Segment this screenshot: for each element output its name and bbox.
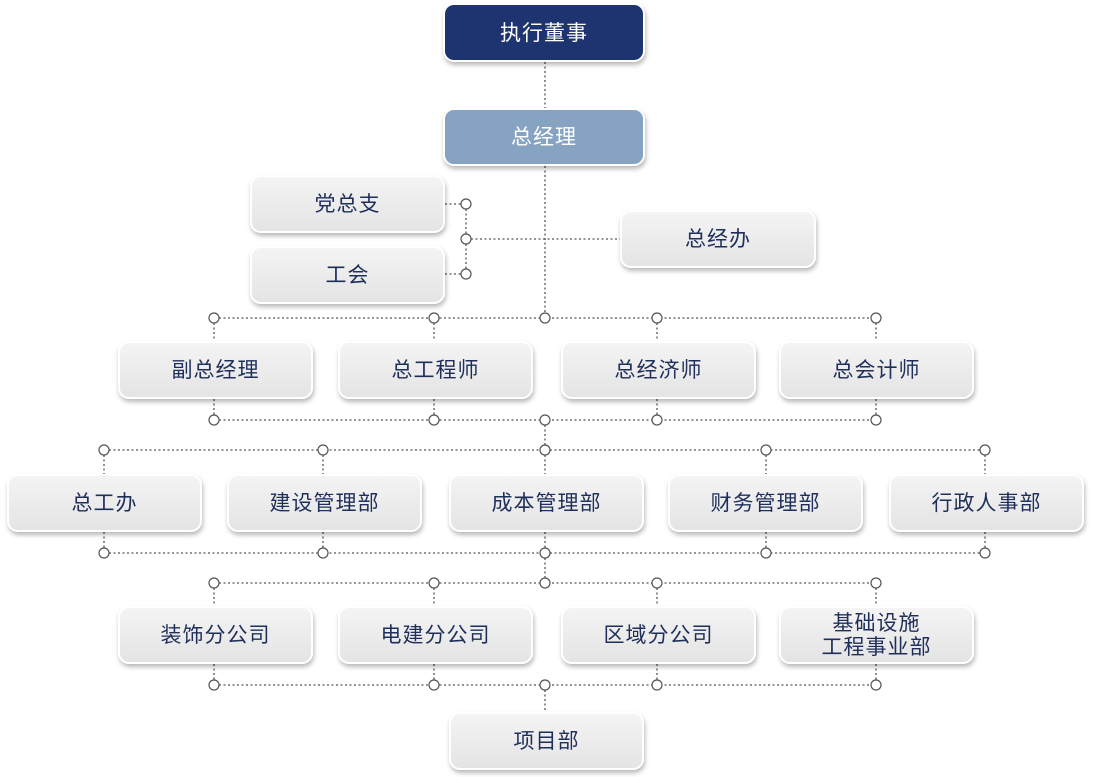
chief-accountant-box: 总会计师	[779, 341, 974, 399]
regional-branch-box: 区域分公司	[561, 606, 756, 664]
chief-economist-box: 总经济师	[561, 341, 756, 399]
admin-hr-label: 行政人事部	[931, 491, 1042, 515]
electrical-branch-box: 电建分公司	[338, 606, 533, 664]
general-manager-box: 总经理	[443, 108, 645, 166]
chairman-box: 执行董事	[443, 3, 645, 62]
cost-mgmt-box: 成本管理部	[449, 474, 644, 532]
cost-mgmt-label: 成本管理部	[491, 491, 602, 515]
gm-office-box: 总经办	[620, 210, 816, 268]
union-label: 工会	[325, 263, 370, 287]
construction-mgmt-box: 建设管理部	[227, 474, 422, 532]
vice-gm-label: 副总经理	[171, 358, 260, 382]
construction-mgmt-label: 建设管理部	[269, 491, 380, 515]
decoration-branch-box: 装饰分公司	[118, 606, 313, 664]
infrastructure-division-label-line1: 基础设施	[832, 611, 921, 635]
gm-office-label: 总经办	[685, 227, 751, 251]
chairman-label: 执行董事	[500, 20, 588, 45]
party-branch-label: 党总支	[314, 192, 381, 216]
chief-engineer-label: 总工程师	[391, 358, 480, 382]
decoration-branch-label: 装饰分公司	[160, 623, 271, 647]
finance-mgmt-box: 财务管理部	[668, 474, 863, 532]
chief-eng-office-label: 总工办	[71, 491, 138, 515]
project-dept-box: 项目部	[449, 712, 644, 770]
admin-hr-box: 行政人事部	[889, 474, 1084, 532]
finance-mgmt-label: 财务管理部	[710, 491, 821, 515]
general-manager-label: 总经理	[511, 125, 577, 149]
vice-gm-box: 副总经理	[118, 341, 313, 399]
party-branch-box: 党总支	[250, 175, 445, 233]
electrical-branch-label: 电建分公司	[380, 623, 491, 647]
union-box: 工会	[250, 246, 445, 304]
chief-eng-office-box: 总工办	[7, 474, 202, 532]
chief-accountant-label: 总会计师	[832, 358, 921, 382]
chief-engineer-box: 总工程师	[338, 341, 533, 399]
project-dept-label: 项目部	[513, 729, 580, 753]
infrastructure-division-box: 基础设施 工程事业部	[779, 606, 974, 664]
infrastructure-division-label-line2: 工程事业部	[821, 635, 932, 659]
regional-branch-label: 区域分公司	[603, 623, 714, 647]
chief-economist-label: 总经济师	[614, 358, 703, 382]
